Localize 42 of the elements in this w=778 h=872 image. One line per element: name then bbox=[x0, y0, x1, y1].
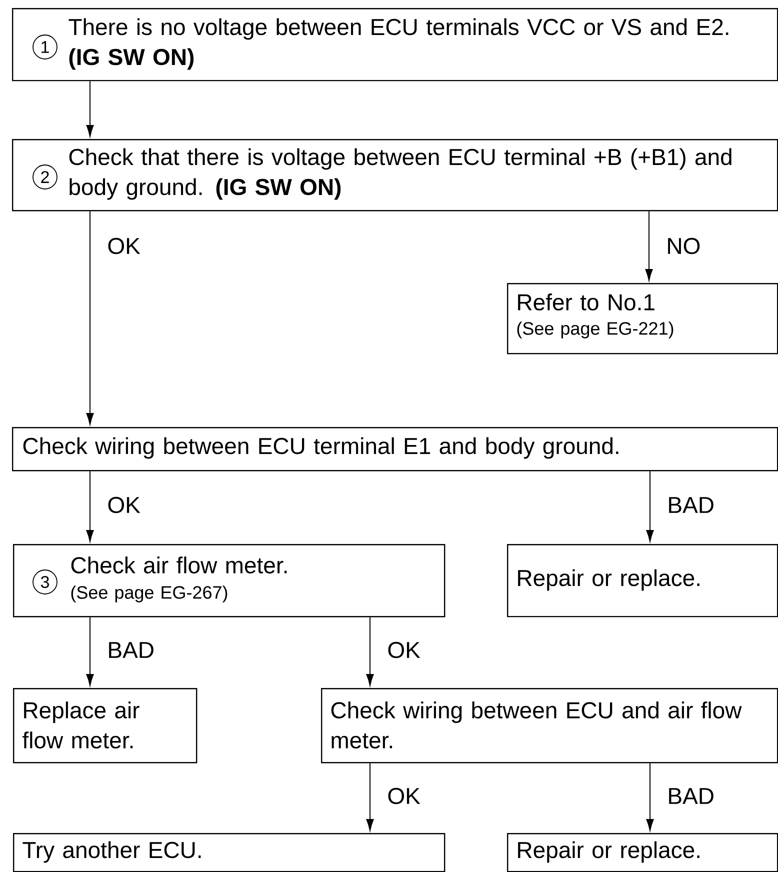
step-number: 3 bbox=[32, 570, 58, 594]
edge-label: OK bbox=[386, 786, 422, 806]
process-box bbox=[507, 544, 778, 618]
box-text: Check air flow meter. bbox=[71, 556, 287, 574]
arrow bbox=[646, 470, 654, 542]
box-text: Repair or replace. bbox=[518, 569, 700, 591]
arrow bbox=[86, 616, 94, 686]
edge-label: OK bbox=[106, 496, 142, 514]
step-number: 2 bbox=[32, 164, 58, 190]
box-text: Replace air flow meter. bbox=[22, 702, 140, 748]
edge-label: BAD bbox=[106, 641, 156, 659]
process-box bbox=[13, 833, 446, 872]
process-box bbox=[507, 833, 778, 872]
box-text: Check that there is voltage between ECU terminal +B (+B1) and body ground. (IG SW ON) bbox=[69, 148, 732, 200]
arrow bbox=[645, 210, 653, 281]
page-reference: (See page EG-267) bbox=[71, 586, 228, 602]
arrow bbox=[366, 762, 374, 831]
step-number: 1 bbox=[32, 34, 58, 60]
page-reference: (See page EG-221) bbox=[517, 322, 674, 338]
arrow bbox=[646, 762, 654, 831]
arrow bbox=[86, 210, 94, 425]
arrow bbox=[86, 470, 94, 542]
process-box bbox=[13, 544, 446, 618]
box-text: There is no voltage between ECU terminals VCC or VS and E2. (IG SW ON) bbox=[68, 18, 728, 70]
edge-label: NO bbox=[665, 236, 702, 256]
arrow bbox=[86, 80, 94, 137]
arrow bbox=[366, 616, 374, 686]
box-text: Refer to No.1 bbox=[518, 294, 654, 310]
process-box bbox=[12, 427, 778, 472]
process-box bbox=[321, 688, 778, 764]
box-text: Check wiring between ECU and air flow meter. bbox=[331, 702, 742, 748]
process-box bbox=[13, 688, 198, 764]
edge-label: OK bbox=[106, 236, 142, 256]
process-box bbox=[12, 139, 778, 212]
box-text: Repair or replace. bbox=[518, 841, 700, 863]
edge-label: BAD bbox=[666, 787, 716, 805]
box-text: Try another ECU. bbox=[22, 841, 201, 863]
process-box bbox=[507, 283, 778, 354]
edge-label: BAD bbox=[666, 496, 716, 514]
edge-label: OK bbox=[386, 640, 422, 660]
box-text: Check wiring between ECU terminal E1 and body ground. bbox=[23, 437, 618, 459]
process-box bbox=[12, 8, 778, 82]
